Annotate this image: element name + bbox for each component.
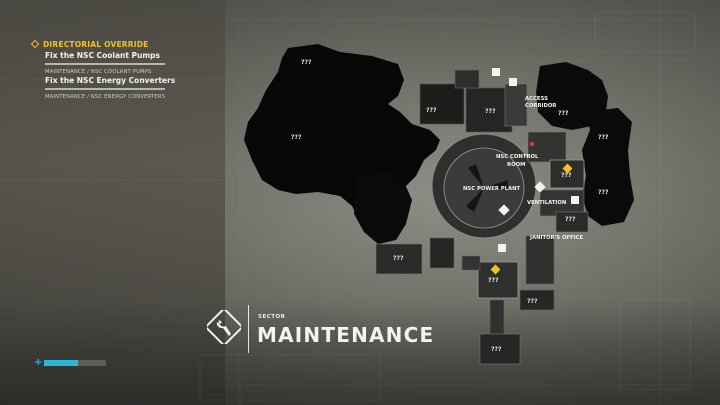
- sector-kicker: SECTOR: [258, 314, 286, 320]
- unknown-room-label: ???: [598, 189, 609, 196]
- label-janitors-office: JANITOR'S OFFICE: [529, 235, 584, 241]
- background-floor: [0, 300, 720, 405]
- objective-divider: [45, 63, 165, 65]
- unknown-room-label: ???: [565, 216, 576, 223]
- health-track: [44, 360, 106, 366]
- objective-divider: [45, 88, 165, 90]
- unknown-room-label: ???: [488, 277, 499, 284]
- objective-panel: DIRECTORIAL OVERRIDE Fix the NSC Coolant…: [30, 38, 176, 100]
- unknown-room-label: ???: [558, 110, 569, 117]
- sector-divider: [248, 305, 249, 353]
- label-room: ROOM: [507, 162, 525, 168]
- room-south-east: [519, 289, 555, 311]
- unknown-room-label: ???: [598, 134, 609, 141]
- objective-header: DIRECTORIAL OVERRIDE: [30, 38, 172, 50]
- unexplored-region-west: [244, 44, 440, 244]
- player-marker: [530, 142, 534, 146]
- janitors-office: [555, 211, 589, 233]
- unknown-room-label: ???: [561, 172, 572, 179]
- unknown-room-label: ???: [301, 59, 312, 66]
- objective-title[interactable]: Fix the NSC Energy Converters: [45, 76, 176, 85]
- objective-location: MAINTENANCE / NSC COOLANT PUMPS: [45, 69, 152, 75]
- room-north-1: [419, 83, 465, 125]
- corridor-south: [525, 235, 555, 285]
- health-plus-icon: +: [34, 357, 43, 368]
- objective-marker-icon[interactable]: [490, 163, 573, 275]
- label-control-room: NSC CONTROL: [496, 154, 539, 160]
- unknown-room-label: ???: [491, 346, 502, 353]
- room-north-2: [465, 87, 513, 133]
- room-north-3: [454, 69, 480, 89]
- unknown-room-label: ???: [393, 255, 404, 262]
- control-room-corridor: [527, 131, 567, 163]
- unknown-room-label: ???: [426, 107, 437, 114]
- unexplored-region-east: [582, 108, 634, 226]
- health-bar: +: [34, 357, 106, 368]
- unknown-room-label: ???: [527, 298, 538, 305]
- unknown-room-label: ???: [485, 108, 496, 115]
- room-south-bottom: [479, 333, 521, 365]
- label-corridor: CORRIDOR: [525, 103, 557, 109]
- wrench-icon: [207, 310, 241, 344]
- corridor-south-west: [461, 255, 481, 271]
- objective-header-text: DIRECTORIAL OVERRIDE: [43, 39, 149, 49]
- room-west-2: [429, 237, 455, 269]
- health-fill: [44, 360, 79, 366]
- room-west-1: [375, 243, 423, 275]
- label-access: ACCESS: [525, 96, 548, 102]
- unknown-room-label: ???: [291, 134, 302, 141]
- label-power-plant: NSC POWER PLANT: [463, 186, 521, 192]
- objective-location: MAINTENANCE / NSC ENERGY CONVERTERS: [45, 94, 166, 100]
- objective-diamond-icon: [30, 39, 40, 49]
- access-corridor: [504, 83, 528, 127]
- waypoint-icons: [492, 68, 579, 252]
- objective-title[interactable]: Fix the NSC Coolant Pumps: [45, 51, 161, 60]
- power-plant-blades: [466, 164, 508, 212]
- stair-corridor: [489, 299, 505, 335]
- sector-name: MAINTENANCE: [257, 323, 435, 347]
- label-ventilation: VENTILATION: [527, 200, 566, 206]
- unexplored-region-west-lower: [354, 172, 412, 244]
